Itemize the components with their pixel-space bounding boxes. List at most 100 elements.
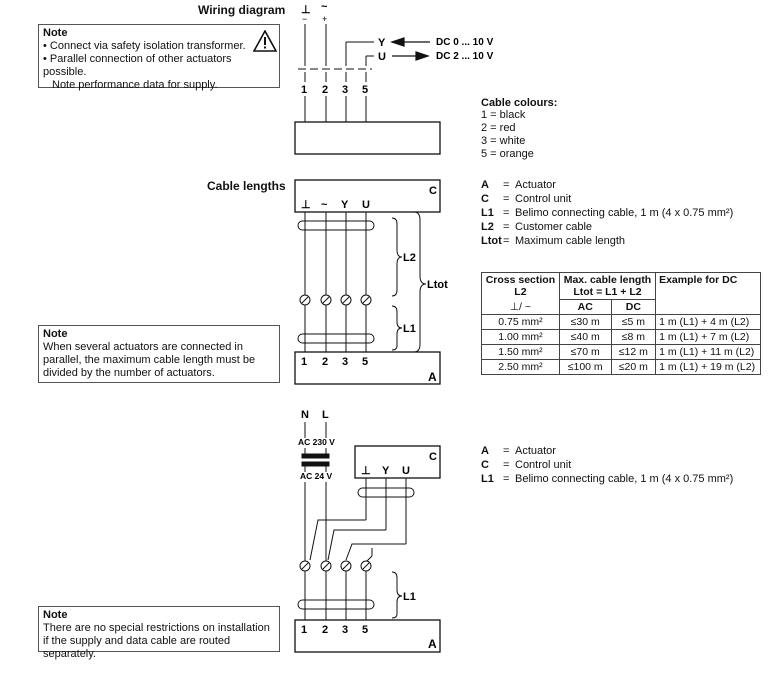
plus-symbol: + bbox=[322, 14, 327, 24]
cable-colour-item: 5 = orange bbox=[481, 148, 534, 160]
brace-l2 bbox=[391, 217, 403, 297]
wiring-note-item: • Connect via safety isolation transform… bbox=[43, 40, 246, 52]
signal-y-letter: Y bbox=[378, 37, 386, 49]
label-ac230: AC 230 V bbox=[298, 437, 335, 447]
wiring-terminal: 5 bbox=[362, 84, 368, 96]
signal-arrows bbox=[390, 37, 430, 61]
cable-colour-item: 1 = black bbox=[481, 109, 526, 121]
cable-sleeve bbox=[297, 333, 375, 344]
wiring-diagram-title: Wiring diagram bbox=[198, 3, 286, 17]
subheader-dc: DC bbox=[610, 299, 657, 315]
warning-icon bbox=[253, 30, 277, 52]
label-ac24: AC 24 V bbox=[300, 471, 332, 481]
wiring-wires bbox=[298, 24, 374, 122]
third-note-title: Note bbox=[43, 609, 68, 621]
third-terminal-ground: ⊥ bbox=[361, 465, 371, 477]
legend-item: Ltot=Maximum cable length bbox=[481, 235, 626, 247]
third-brace-l1 bbox=[391, 571, 403, 619]
tilde-symbol: ~ bbox=[321, 1, 328, 13]
terminal-number: 5 bbox=[362, 356, 368, 368]
third-actuator-box bbox=[294, 619, 441, 653]
actuator-label: A bbox=[428, 370, 437, 384]
legend-item: L1=Belimo connecting cable, 1 m (4 x 0.7… bbox=[481, 473, 734, 485]
third-actuator-label: A bbox=[428, 637, 437, 651]
transformer-wires bbox=[304, 422, 327, 438]
cable-colour-item: 3 = white bbox=[481, 135, 526, 147]
terminal-number: 2 bbox=[322, 624, 328, 636]
terminal-number: 1 bbox=[301, 356, 307, 368]
legend-item: C=Control unit bbox=[481, 459, 572, 471]
wiring-terminal: 2 bbox=[322, 84, 328, 96]
terminal-ground: ⊥ bbox=[301, 199, 311, 211]
cable-colours: Cable colours: 1 = black 2 = red 3 = whi… bbox=[481, 97, 557, 161]
legend-item: L1=Belimo connecting cable, 1 m (4 x 0.7… bbox=[481, 207, 734, 219]
actuator-box bbox=[294, 351, 441, 385]
terminal-y: Y bbox=[341, 199, 349, 211]
wiring-note-item: Note performance data for supply. bbox=[52, 79, 218, 91]
brace-ltot bbox=[413, 211, 427, 353]
terminal-number: 3 bbox=[342, 624, 348, 636]
wiring-note-title: Note bbox=[43, 27, 68, 39]
cable-lengths-note-title: Note bbox=[43, 328, 68, 340]
legend-item: C=Control unit bbox=[481, 193, 572, 205]
third-label-l1: L1 bbox=[403, 591, 416, 603]
third-control-unit-label: C bbox=[429, 451, 437, 463]
cable-lengths-title: Cable lengths bbox=[207, 179, 286, 193]
terminal-number: 2 bbox=[322, 356, 328, 368]
ground-symbol: ⊥ bbox=[301, 4, 311, 16]
legend-item: A=Actuator bbox=[481, 179, 556, 191]
third-terminal-screws bbox=[299, 560, 372, 572]
signal-u-range: DC 2 ... 10 V bbox=[436, 51, 494, 62]
terminal-tilde: ~ bbox=[321, 199, 328, 211]
control-unit-box bbox=[294, 179, 441, 213]
label-l2: L2 bbox=[403, 252, 416, 264]
label-n: N bbox=[301, 409, 309, 421]
third-note-text: There are no special restrictions on ins… bbox=[43, 622, 270, 660]
third-terminal-u: U bbox=[402, 465, 410, 477]
wiring-note-item: • Parallel connection of other actuators… bbox=[43, 53, 232, 78]
brace-l1 bbox=[391, 305, 403, 351]
wiring-terminal: 1 bbox=[301, 84, 307, 96]
terminal-screws bbox=[299, 294, 372, 306]
signal-y-range: DC 0 ... 10 V bbox=[436, 37, 494, 48]
cable-sleeve bbox=[357, 487, 415, 498]
third-legend: A=Actuator C=Control unit L1=Belimo conn… bbox=[481, 444, 771, 486]
cable-colours-title: Cable colours: bbox=[481, 97, 558, 109]
minus-symbol: − bbox=[302, 14, 307, 24]
transformer-icon bbox=[301, 448, 330, 472]
control-unit-label: C bbox=[429, 185, 437, 197]
label-ltot: Ltot bbox=[427, 279, 448, 291]
cable-lengths-note: Note When several actuators are connecte… bbox=[38, 325, 280, 383]
legend-item: L2=Customer cable bbox=[481, 221, 593, 233]
cable-sleeve bbox=[297, 220, 375, 231]
terminal-u: U bbox=[362, 199, 370, 211]
cable-lengths-note-text: When several actuators are connected in … bbox=[43, 341, 256, 379]
third-terminal-y: Y bbox=[382, 465, 390, 477]
terminal-number: 1 bbox=[301, 624, 307, 636]
signal-u-letter: U bbox=[378, 51, 386, 63]
legend-item: A=Actuator bbox=[481, 445, 556, 457]
cable-lengths-wires bbox=[304, 212, 367, 352]
terminal-number: 3 bbox=[342, 356, 348, 368]
terminal-number: 5 bbox=[362, 624, 368, 636]
wiring-terminal: 3 bbox=[342, 84, 348, 96]
cable-sleeve bbox=[297, 599, 375, 610]
label-l1: L1 bbox=[403, 323, 416, 335]
cable-colour-item: 2 = red bbox=[481, 122, 516, 134]
third-control-unit-box bbox=[354, 445, 441, 479]
third-wires bbox=[304, 478, 407, 622]
wiring-note: Note • Connect via safety isolation tran… bbox=[38, 24, 280, 91]
third-note: Note There are no special restrictions o… bbox=[38, 606, 280, 660]
wiring-actuator-box bbox=[294, 121, 441, 155]
label-l: L bbox=[322, 409, 329, 421]
cable-lengths-legend: A=Actuator C=Control unit L1=Belimo conn… bbox=[481, 178, 771, 248]
